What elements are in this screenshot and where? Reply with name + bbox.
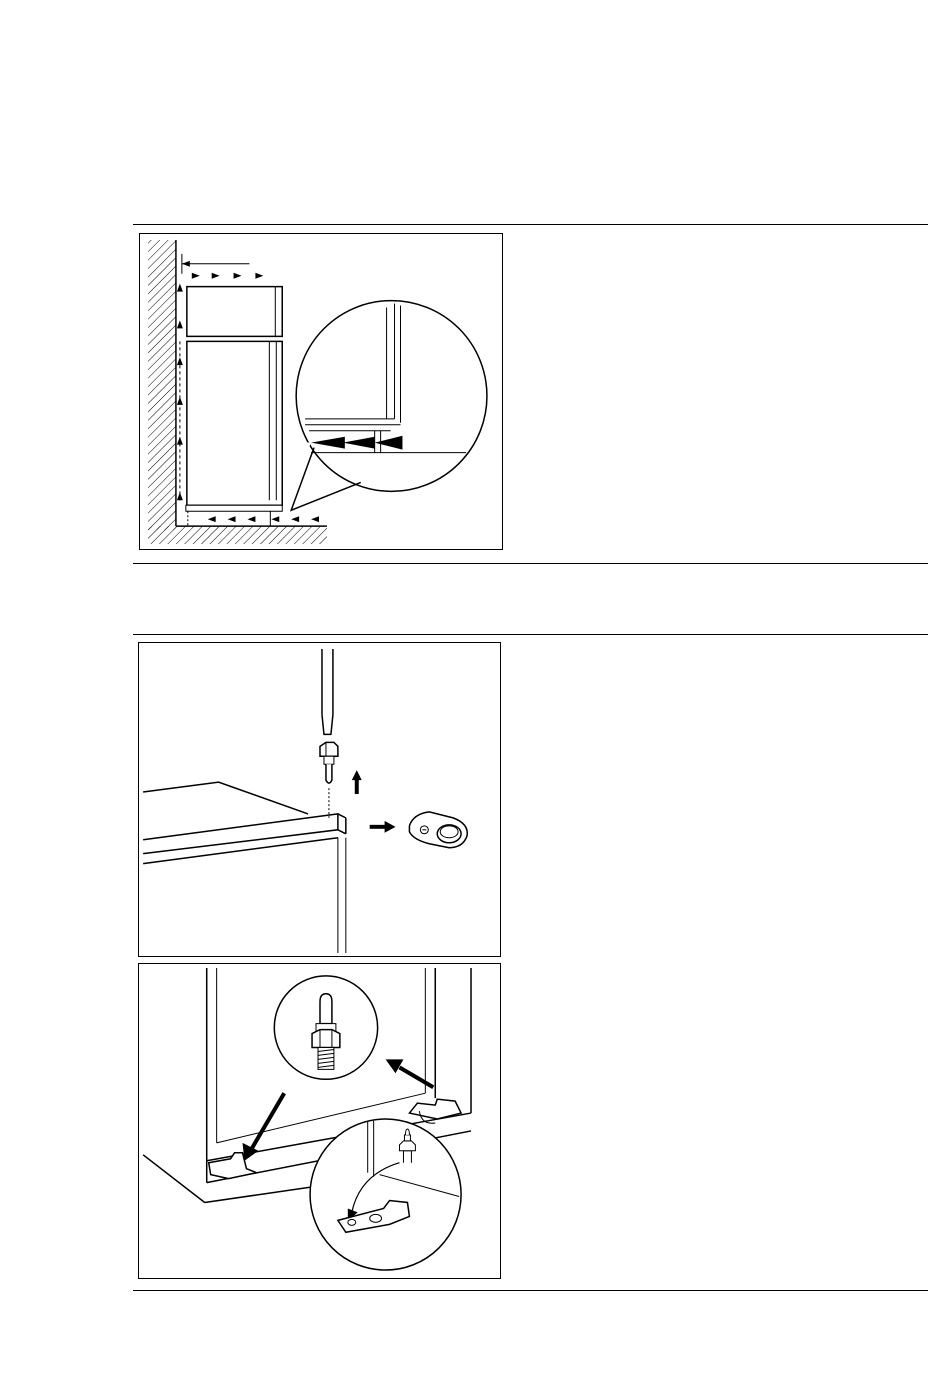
bottom-airflow-arrows [208, 516, 319, 522]
pin-detail-circle [274, 976, 377, 1079]
appliance-body [187, 341, 282, 505]
lift-arrow-icon [352, 770, 362, 794]
section-rule-top [133, 224, 928, 225]
bracket-detail-circle [310, 1119, 461, 1270]
direction-arrow-icon [370, 821, 396, 833]
hinge-refit-svg [139, 964, 500, 1278]
floor-hatching [148, 526, 327, 544]
top-airflow-arrows [192, 273, 264, 279]
ventilation-diagram-svg [140, 234, 502, 549]
wall-hatching [148, 240, 176, 530]
hinge-bracket-icon [409, 812, 467, 848]
section-rule-mid-2 [133, 634, 928, 635]
section-rule-bottom [133, 1290, 928, 1291]
hinge-pin-removal-illustration [138, 642, 501, 957]
screwdriver-icon [322, 649, 333, 734]
section-rule-mid-1 [133, 563, 928, 564]
hinge-pin-icon [320, 742, 338, 783]
cabinet-top-edge [143, 782, 346, 953]
plinth [186, 505, 282, 511]
detail-magnifier-circle [296, 301, 487, 492]
insert-arrow-icon [386, 1059, 434, 1087]
hinge-removal-svg [139, 643, 500, 956]
upper-cabinet [187, 287, 282, 337]
ventilation-clearance-illustration [139, 233, 503, 550]
hinge-pin-refit-illustration [138, 963, 501, 1279]
